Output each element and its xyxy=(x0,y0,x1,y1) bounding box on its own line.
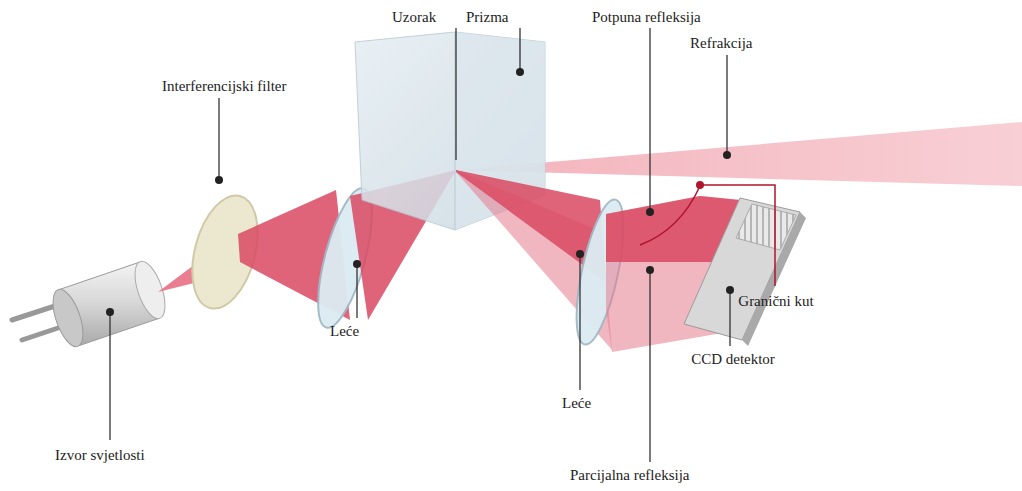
leader-lines xyxy=(110,28,730,462)
leader-dots xyxy=(106,68,734,316)
prism-label: Prizma xyxy=(466,8,509,26)
light-source-label: Izvor svjetlosti xyxy=(55,446,145,464)
total-reflection-label: Potpuna refleksija xyxy=(592,8,701,26)
refraction-label: Refrakcija xyxy=(690,34,752,52)
critical-angle-dot xyxy=(696,181,704,189)
detector-label: CCD detektor xyxy=(691,350,775,368)
light-source xyxy=(12,258,171,351)
filter-label: Interferencijski filter xyxy=(162,77,287,95)
partial-reflection-label: Parcijalna refleksija xyxy=(570,466,690,484)
sample-label: Uzorak xyxy=(392,8,436,26)
angle-arc xyxy=(640,186,700,245)
ccd-detector xyxy=(684,198,806,346)
critical-angle-label: Granični kut xyxy=(738,292,813,310)
critical-angle-leader xyxy=(700,185,775,286)
lens-label: Leće xyxy=(562,394,591,412)
lens-label: Leće xyxy=(330,322,359,340)
